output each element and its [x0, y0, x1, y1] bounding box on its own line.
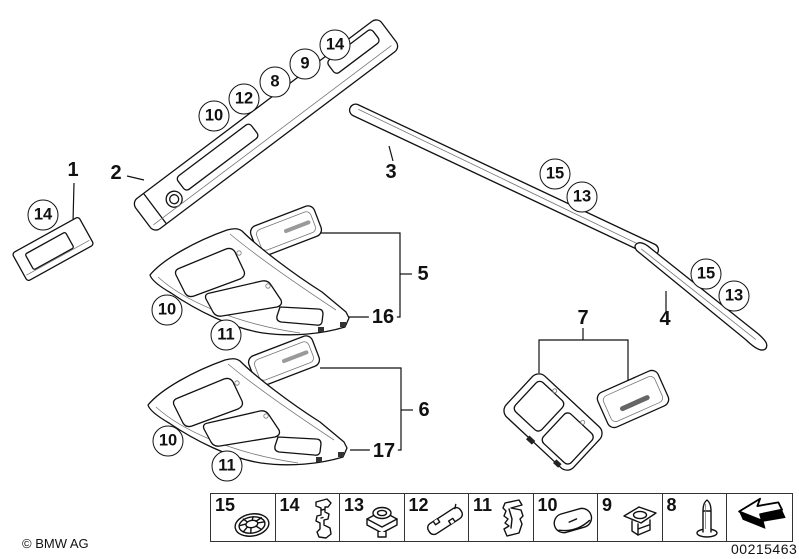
part-4-trim-strip-drawing [634, 242, 768, 351]
callout-11[interactable]: 11 [210, 319, 242, 351]
diagram-number: 00215463 [731, 541, 798, 557]
legend-cell-9[interactable]: 9 [598, 494, 663, 541]
legend-cell-8[interactable]: 8 [662, 494, 727, 541]
callout-8[interactable]: 8 [259, 66, 291, 98]
callout-15[interactable]: 15 [539, 158, 571, 190]
callout-10[interactable]: 10 [152, 425, 184, 457]
spring-clip-icon [427, 503, 463, 536]
callout-10[interactable]: 10 [198, 100, 230, 132]
part-label-7[interactable]: 7 [577, 307, 589, 329]
expansion-rivet-icon [696, 499, 718, 538]
callout-11[interactable]: 11 [211, 450, 243, 482]
legend-number: 11 [473, 495, 493, 515]
fastener-legend: 15 14 [210, 493, 793, 542]
legend-cell-next-diagram[interactable] [727, 494, 792, 541]
part-label-6[interactable]: 6 [418, 399, 430, 421]
part-label-17[interactable]: 17 [369, 441, 399, 461]
part-label-16[interactable]: 16 [368, 307, 398, 327]
callout-13[interactable]: 13 [566, 181, 598, 213]
part-3-trim-strip-drawing [348, 103, 660, 257]
legend-cell-10[interactable]: 10 [533, 494, 598, 541]
speed-nut-washer-icon [233, 513, 270, 537]
legend-number: 9 [602, 495, 613, 515]
legend-number: 14 [279, 495, 300, 515]
copyright-text: © BMW AG [22, 536, 89, 551]
clip-nut-icon [622, 506, 657, 536]
next-diagram-arrow-icon [737, 497, 786, 529]
legend-cell-13[interactable]: 13 [340, 494, 405, 541]
callout-14[interactable]: 14 [319, 29, 351, 61]
legend-cell-14[interactable]: 14 [275, 494, 340, 541]
legend-cell-12[interactable]: 12 [404, 494, 469, 541]
retaining-clip-icon [315, 498, 332, 539]
part-label-3[interactable]: 3 [385, 161, 397, 183]
part-2-dashboard-strip-drawing [133, 19, 399, 231]
callout-9[interactable]: 9 [289, 48, 321, 80]
legend-cell-15[interactable]: 15 [211, 494, 276, 541]
callout-12[interactable]: 12 [228, 83, 260, 115]
part-label-4[interactable]: 4 [659, 308, 671, 330]
legend-number: 10 [537, 495, 558, 515]
callout-13[interactable]: 13 [718, 280, 750, 312]
legend-number: 15 [215, 495, 236, 515]
legend-number: 13 [344, 495, 365, 515]
part-label-1[interactable]: 1 [67, 159, 79, 181]
callout-14[interactable]: 14 [27, 199, 59, 231]
diagram-canvas [12, 19, 768, 471]
legend-cell-11[interactable]: 11 [469, 494, 534, 541]
callout-15[interactable]: 15 [690, 258, 722, 290]
grommet-nut-icon [365, 506, 398, 538]
part-label-2[interactable]: 2 [110, 162, 122, 184]
callout-10[interactable]: 10 [151, 294, 183, 326]
part-7-lid-drawing [596, 369, 670, 429]
oval-cap-icon [553, 507, 593, 534]
part-7-frame-drawing [503, 373, 603, 471]
part-label-5[interactable]: 5 [417, 263, 429, 285]
folded-clip-icon [501, 499, 524, 537]
part-1-trim-drawing [12, 217, 94, 281]
legend-number: 12 [408, 495, 429, 515]
legend-number: 8 [666, 495, 677, 515]
